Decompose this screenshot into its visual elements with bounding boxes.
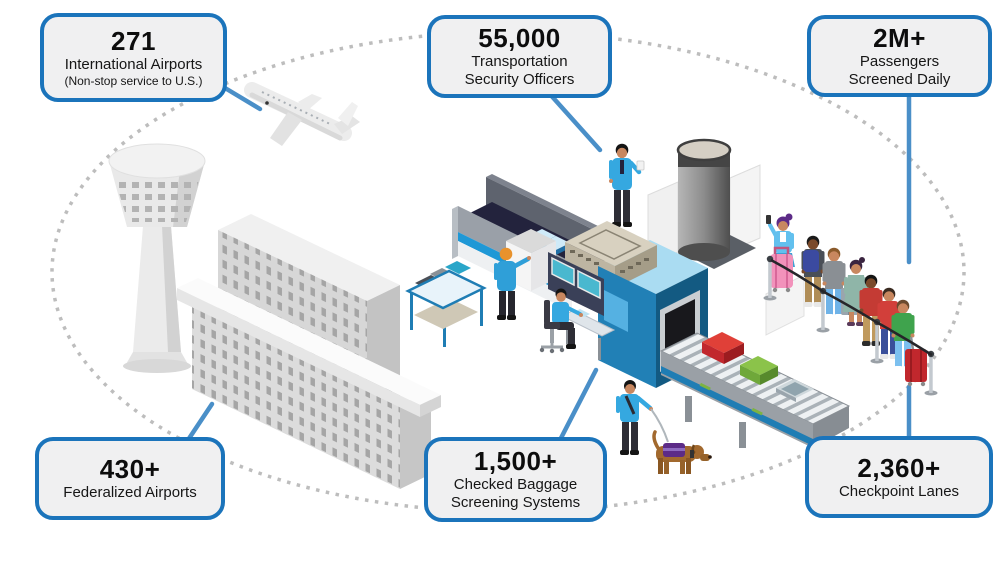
suitcase-red [905,336,927,387]
divest-officer-illustration [494,247,531,320]
passenger-queue-illustration [763,213,938,396]
connector-lines [185,85,912,443]
baggage-conveyor-illustration [659,332,851,464]
stat-label: Transportation Security Officers [464,53,575,89]
dotted-ellipse [50,30,966,514]
checkpoint-lane-illustration [405,174,805,388]
stat-box-federalized-airports: 430+ Federalized Airports [35,437,225,520]
airplane-illustration [244,82,360,146]
stat-value: 430+ [99,454,161,485]
stanchions [763,255,938,396]
stat-box-checkpoint-lanes: 2,360+ Checkpoint Lanes [805,436,993,518]
stat-box-security-officers: 55,000 Transportation Security Officers [427,15,612,98]
stat-label: Checked Baggage Screening Systems [450,476,581,512]
control-tower-illustration [108,143,206,373]
stat-label: Federalized Airports [63,484,197,502]
stat-box-passengers-screened: 2M+ Passengers Screened Daily [807,15,992,97]
airport-terminal-building-illustration [177,214,441,489]
stat-label: International Airports [64,56,203,74]
stat-box-checked-baggage: 1,500+ Checked Baggage Screening Systems [424,437,607,522]
stat-sublabel: (Non-stop service to U.S.) [64,73,203,88]
stat-label: Passengers Screened Daily [848,52,951,88]
stat-value: 55,000 [478,23,561,54]
passenger-teal-dress [843,257,869,326]
stat-box-international-airports: 271 International Airports (Non-stop ser… [40,13,227,102]
seated-officer-illustration [539,288,583,354]
stat-value: 1,500+ [473,446,558,477]
passenger-backpack [801,235,825,307]
stat-label: Checkpoint Lanes [838,482,960,500]
body-scanner-illustration [647,138,761,269]
tso-officer-illustration [609,143,645,227]
inspection-table-illustration [405,261,487,347]
stat-value: 2,360+ [857,452,941,483]
stat-value: 271 [111,26,156,57]
canine-team-illustration [616,380,712,474]
stat-value: 2M+ [873,22,926,53]
